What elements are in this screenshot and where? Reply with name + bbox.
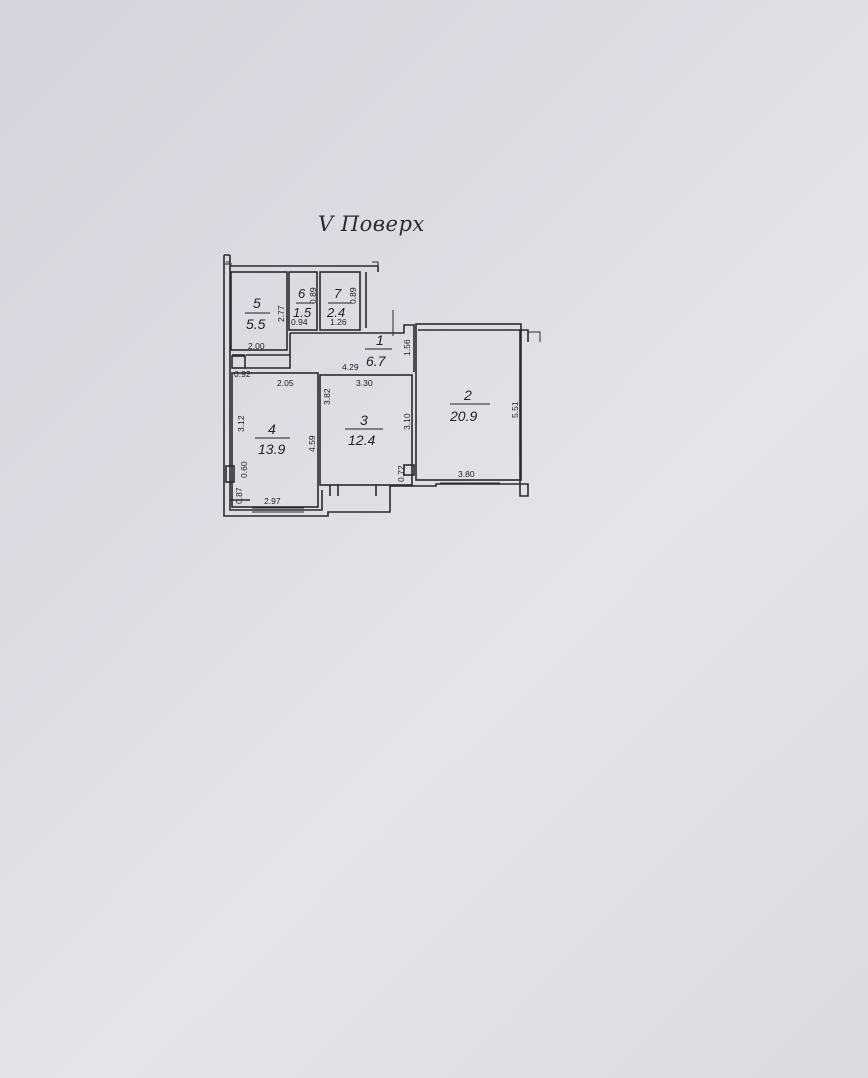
window-room-2 [440, 479, 500, 484]
wall-niche [225, 465, 235, 483]
dim-label: 2.77 [276, 305, 286, 322]
dim-label: 3.80 [458, 469, 475, 479]
dim-label: 5.51 [510, 401, 520, 418]
dim-label: 0.87 [234, 487, 244, 504]
room-2-area: 20.9 [449, 408, 477, 424]
column-box [403, 464, 415, 476]
dim-label: 4.59 [307, 435, 317, 452]
dim-label: 1.56 [402, 339, 412, 356]
balcony-lines [329, 484, 377, 496]
dim-label: 0.72 [396, 465, 406, 482]
dim-label: 0.92 [234, 369, 251, 379]
room-7-outline [319, 271, 361, 331]
room-2-number: 2 [463, 387, 472, 403]
dim-label: 2.00 [248, 341, 265, 351]
room-4-outline [231, 372, 319, 508]
room-3-number: 3 [360, 412, 368, 428]
floor-title: V Поверх [318, 212, 425, 236]
room-4-area: 13.9 [258, 441, 285, 457]
dim-label: 0.89 [348, 287, 358, 304]
room-3-outline [319, 374, 413, 486]
room-6-number: 6 [298, 286, 306, 301]
dim-label: 0.94 [291, 317, 308, 327]
room-3-area: 12.4 [348, 432, 375, 448]
room-1-outline [245, 324, 415, 372]
room-5-area: 5.5 [246, 316, 266, 332]
dim-label: 3.10 [402, 413, 412, 430]
outer-wall-inner [229, 266, 323, 511]
room-5-number: 5 [253, 295, 261, 311]
dim-label: 3.82 [322, 388, 332, 405]
dim-label: 2.05 [277, 378, 294, 388]
room-1-number: 1 [376, 332, 384, 348]
room-6-outline [288, 271, 318, 331]
room-7-number: 7 [334, 286, 342, 301]
outer-wall [223, 254, 529, 517]
dim-label: 1.26 [330, 317, 347, 327]
dim-label: 4.29 [342, 362, 359, 372]
dim-label: 0.89 [308, 287, 318, 304]
dim-label: 3.12 [236, 415, 246, 432]
dim-label: 0.60 [239, 461, 249, 478]
dim-label: 3.30 [356, 378, 373, 388]
dim-label: 2.97 [264, 496, 281, 506]
room-4-number: 4 [268, 421, 276, 437]
room-1-area: 6.7 [366, 353, 387, 369]
room-5-outline [230, 271, 288, 351]
room-7-area: 2.4 [326, 305, 345, 320]
room-6-area: 1.5 [293, 305, 312, 320]
closet-box [231, 355, 246, 369]
window-room-4 [252, 507, 304, 513]
